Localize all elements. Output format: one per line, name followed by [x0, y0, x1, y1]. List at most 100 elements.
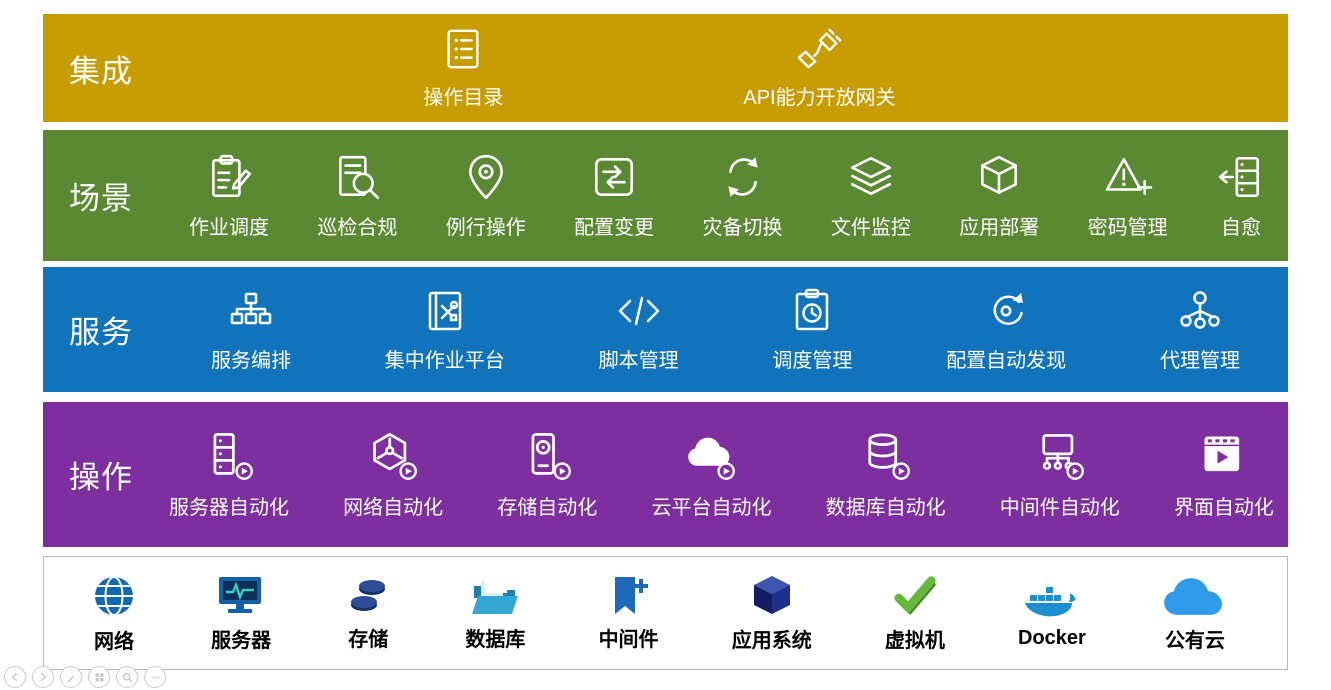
band-scenario-items: 作业调度 巡检合规 — [181, 152, 1288, 240]
api-gateway-icon — [797, 26, 843, 72]
item-label: API能力开放网关 — [743, 87, 896, 109]
item-schedule-management: 调度管理 — [772, 287, 852, 373]
app-deploy-icon — [974, 152, 1024, 202]
item-label: 例行操作 — [445, 216, 526, 239]
item-ui-automation: 界面自动化 — [1174, 430, 1274, 520]
item-label: Docker — [1017, 627, 1086, 649]
item-label: 灾备切换 — [702, 216, 783, 239]
item-label: 服务器自动化 — [169, 496, 289, 519]
network-automation-icon — [367, 430, 419, 482]
item-inspection-compliance: 巡检合规 — [317, 152, 397, 240]
item-config-change: 配置变更 — [574, 152, 654, 240]
config-change-icon — [589, 152, 639, 202]
item-label: 作业调度 — [189, 216, 269, 239]
item-operation-catalog: 操作目录 — [423, 26, 503, 110]
prev-slide-button[interactable] — [4, 666, 26, 688]
item-app-system: 应用系统 — [732, 573, 812, 653]
item-storage-automation: 存储自动化 — [497, 430, 597, 520]
item-label: 数据库自动化 — [825, 496, 946, 519]
zoom-icon — [122, 672, 132, 682]
routine-operation-icon — [461, 152, 511, 202]
storage-disks-icon — [344, 574, 392, 618]
item-docker: Docker — [1018, 576, 1086, 650]
item-server-automation: 服务器自动化 — [169, 430, 289, 520]
pen-tool-button[interactable] — [60, 666, 82, 688]
item-label: 网络自动化 — [343, 496, 444, 519]
item-virtual-machine: 虚拟机 — [885, 573, 945, 653]
item-cloud-automation: 云平台自动化 — [651, 430, 771, 520]
item-label: 服务编排 — [211, 349, 291, 372]
item-label: 应用系统 — [731, 630, 812, 652]
item-label: 虚拟机 — [884, 630, 945, 652]
item-database-automation: 数据库自动化 — [826, 430, 946, 520]
item-label: 中间件 — [598, 629, 659, 651]
band-service-items: 服务编排 集中作业平台 — [181, 287, 1288, 373]
middleware-automation-icon — [1034, 430, 1086, 482]
item-database: 数据库 — [465, 574, 525, 652]
band-operation-items: 服务器自动化 网络自动化 — [169, 430, 1288, 520]
file-monitor-icon — [846, 152, 896, 202]
server-icon — [215, 573, 267, 619]
band-scenario-label: 场景 — [69, 181, 133, 216]
item-routine-operation: 例行操作 — [446, 152, 526, 240]
item-app-deploy: 应用部署 — [959, 152, 1039, 240]
band-service: 服务 服务编排 — [43, 267, 1288, 392]
item-label: 中间件自动化 — [999, 496, 1120, 519]
item-label: 界面自动化 — [1173, 496, 1274, 519]
network-globe-icon — [90, 572, 138, 620]
item-password-mgmt: 密码管理 — [1088, 152, 1168, 240]
slides-grid-button[interactable] — [88, 666, 110, 688]
item-agent-management: 代理管理 — [1160, 287, 1240, 373]
item-api-gateway: API能力开放网关 — [743, 26, 896, 110]
inspection-compliance-icon — [332, 152, 382, 202]
middleware-flag-icon — [605, 574, 653, 618]
band-infrastructure: 网络 服务器 — [43, 556, 1288, 670]
item-public-cloud: 公有云 — [1159, 573, 1231, 653]
item-label: 存储 — [348, 629, 389, 651]
next-slide-button[interactable] — [32, 666, 54, 688]
band-infrastructure-items: 网络 服务器 — [44, 572, 1287, 654]
agent-management-icon — [1176, 287, 1224, 335]
operation-catalog-icon — [440, 26, 486, 72]
app-system-cube-icon — [748, 573, 796, 619]
item-job-scheduling: 作业调度 — [189, 152, 269, 240]
item-label: 服务器 — [211, 630, 272, 652]
central-job-platform-icon — [421, 287, 469, 335]
band-scenario: 场景 作业调度 — [43, 130, 1288, 261]
automation-platform-diagram: 集成 操作目录 — [43, 14, 1288, 670]
item-network: 网络 — [90, 572, 138, 654]
config-discovery-icon — [982, 287, 1030, 335]
item-label: 数据库 — [465, 629, 526, 651]
item-config-discovery: 配置自动发现 — [946, 287, 1066, 373]
slides-grid-icon — [95, 673, 103, 681]
more-icon — [150, 676, 160, 678]
ui-automation-icon — [1198, 430, 1250, 482]
job-scheduling-icon — [204, 152, 254, 202]
item-storage: 存储 — [344, 574, 392, 652]
item-label: 代理管理 — [1159, 349, 1240, 372]
script-management-icon — [615, 287, 663, 335]
zoom-button[interactable] — [116, 666, 138, 688]
prev-arrow-icon — [11, 672, 18, 682]
item-label: 应用部署 — [959, 216, 1040, 239]
band-operation-label: 操作 — [69, 460, 133, 495]
database-folder-icon — [469, 574, 521, 618]
next-arrow-icon — [40, 672, 47, 682]
item-service-orchestration: 服务编排 — [211, 287, 291, 373]
item-central-job-platform: 集中作业平台 — [385, 287, 505, 373]
more-options-button[interactable] — [144, 666, 166, 688]
item-middleware-automation: 中间件自动化 — [1000, 430, 1120, 520]
item-label: 网络 — [94, 631, 134, 653]
item-label: 配置变更 — [574, 216, 655, 239]
schedule-management-icon — [788, 287, 836, 335]
item-label: 公有云 — [1164, 630, 1225, 652]
item-label: 存储自动化 — [497, 496, 598, 519]
band-integration-items: 操作目录 API能力开放网关 — [181, 26, 1288, 110]
band-integration: 集成 操作目录 — [43, 14, 1288, 122]
item-script-management: 脚本管理 — [599, 287, 679, 373]
disaster-switch-icon — [718, 152, 768, 202]
storage-automation-icon — [521, 430, 573, 482]
item-middleware: 中间件 — [599, 574, 659, 652]
item-label: 自愈 — [1221, 216, 1261, 239]
item-file-monitor: 文件监控 — [831, 152, 911, 240]
